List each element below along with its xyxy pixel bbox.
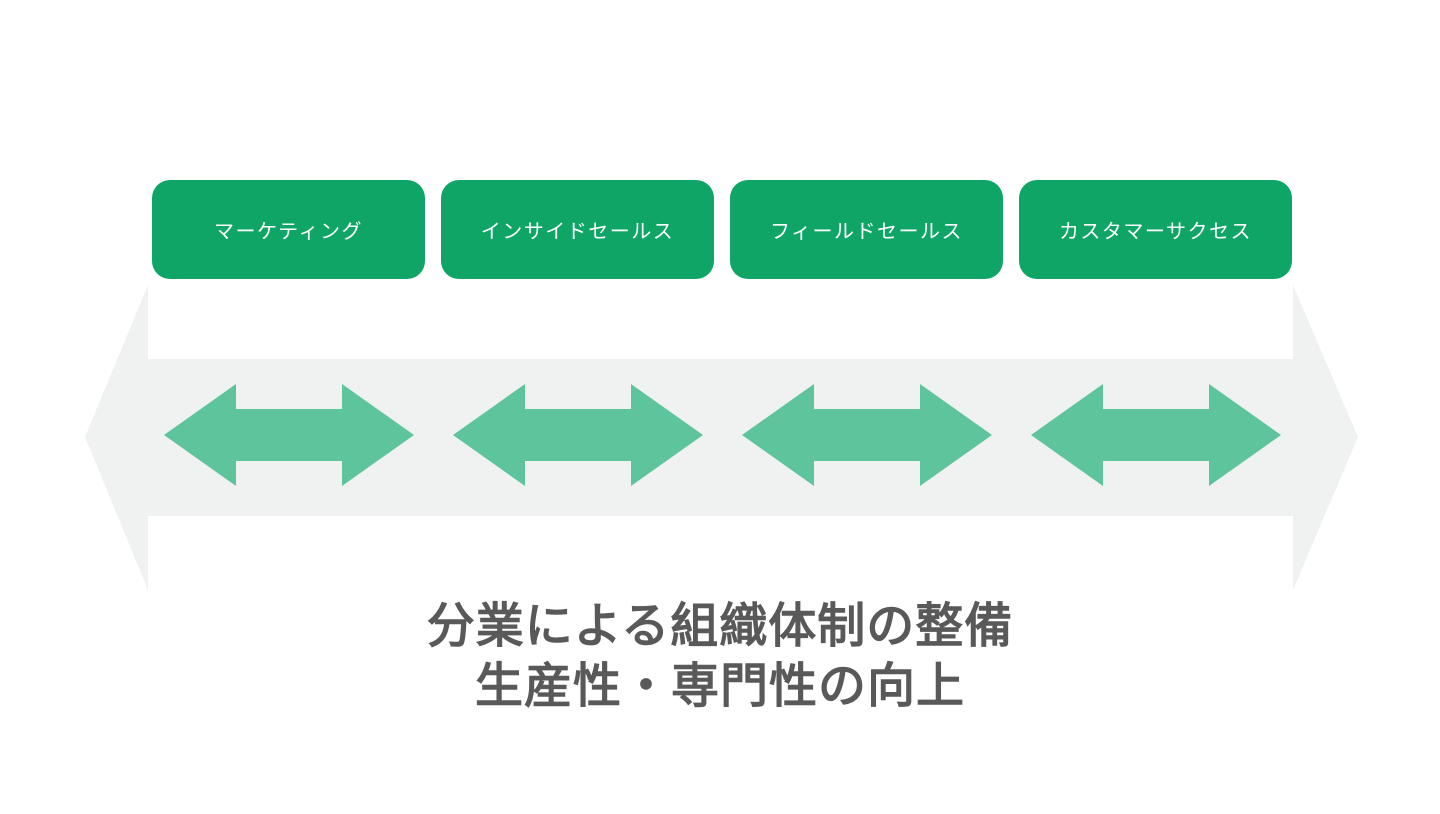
- department-label: カスタマーサクセス: [1058, 221, 1253, 243]
- department-label: マーケティング: [214, 221, 363, 243]
- department-box-inside-sales: インサイドセールス: [441, 180, 714, 279]
- department-label: インサイドセールス: [480, 221, 675, 243]
- department-label: フィールドセールス: [769, 221, 964, 243]
- double-arrow-icon: [164, 384, 414, 486]
- band-double-arrow-shape: [85, 285, 1358, 590]
- department-box-field-sales: フィールドセールス: [730, 180, 1003, 279]
- department-box-marketing: マーケティング: [152, 180, 425, 279]
- caption: 分業による組織体制の整備 生産性・専門性の向上: [0, 597, 1440, 717]
- department-box-customer-success: カスタマーサクセス: [1019, 180, 1292, 279]
- double-arrow-icon: [453, 384, 703, 486]
- caption-line-2: 生産性・専門性の向上: [474, 660, 965, 713]
- double-arrow-icon: [1031, 384, 1281, 486]
- caption-line-1: 分業による組織体制の整備: [426, 600, 1014, 653]
- double-arrow-icon: [742, 384, 992, 486]
